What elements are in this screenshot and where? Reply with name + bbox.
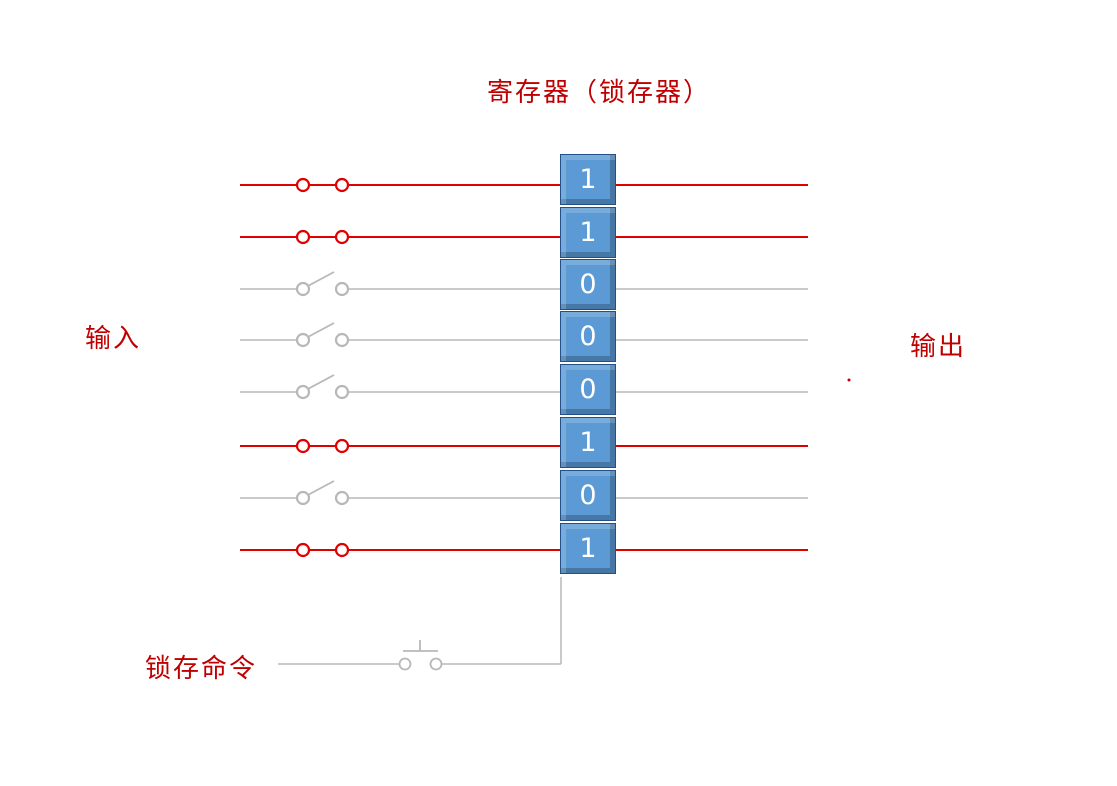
switch-contact-left	[295, 332, 311, 348]
register-cell-3: 0	[560, 311, 616, 362]
switch-contact-right	[334, 438, 350, 454]
switch-contact-right	[334, 229, 350, 245]
switch-contact-right	[334, 490, 350, 506]
register-cell-6: 0	[560, 470, 616, 521]
bit-row-4	[240, 374, 808, 400]
switch-contact-left	[295, 177, 311, 193]
switch-contact-left	[295, 229, 311, 245]
latch-contact-left	[398, 657, 412, 671]
stray-dot	[847, 378, 851, 382]
switch-open-blade	[305, 480, 335, 497]
latch-switch	[278, 577, 562, 671]
switch-open-blade	[305, 374, 335, 391]
register-cell-1: 1	[560, 207, 616, 258]
switch-contact-right	[334, 332, 350, 348]
switch-contact-left	[295, 281, 311, 297]
switch-open-blade	[305, 271, 335, 288]
latch-contact-right	[429, 657, 443, 671]
switch-contact-right	[334, 384, 350, 400]
bit-row-1	[240, 229, 808, 245]
register-cell-0: 1	[560, 154, 616, 205]
switch-contact-left	[295, 384, 311, 400]
switch-contact-left	[295, 490, 311, 506]
register-cell-4: 0	[560, 364, 616, 415]
register-cell-7: 1	[560, 523, 616, 574]
switch-contact-right	[334, 542, 350, 558]
register-cell-5: 1	[560, 417, 616, 468]
bit-row-6	[240, 480, 808, 506]
switch-open-blade	[305, 322, 335, 339]
switch-contact-left	[295, 438, 311, 454]
bit-row-7	[240, 542, 808, 558]
switch-contact-right	[334, 177, 350, 193]
latch-command-label: 锁存命令	[145, 654, 258, 684]
bit-row-5	[240, 438, 808, 454]
switch-contact-right	[334, 281, 350, 297]
switch-contact-left	[295, 542, 311, 558]
register-cell-2: 0	[560, 259, 616, 310]
bit-row-3	[240, 322, 808, 348]
bit-row-0	[240, 177, 808, 193]
output-label: 输出	[910, 332, 967, 362]
diagram-title: 寄存器（锁存器）	[487, 78, 712, 108]
bit-row-2	[240, 271, 808, 297]
input-label: 输入	[85, 324, 142, 354]
